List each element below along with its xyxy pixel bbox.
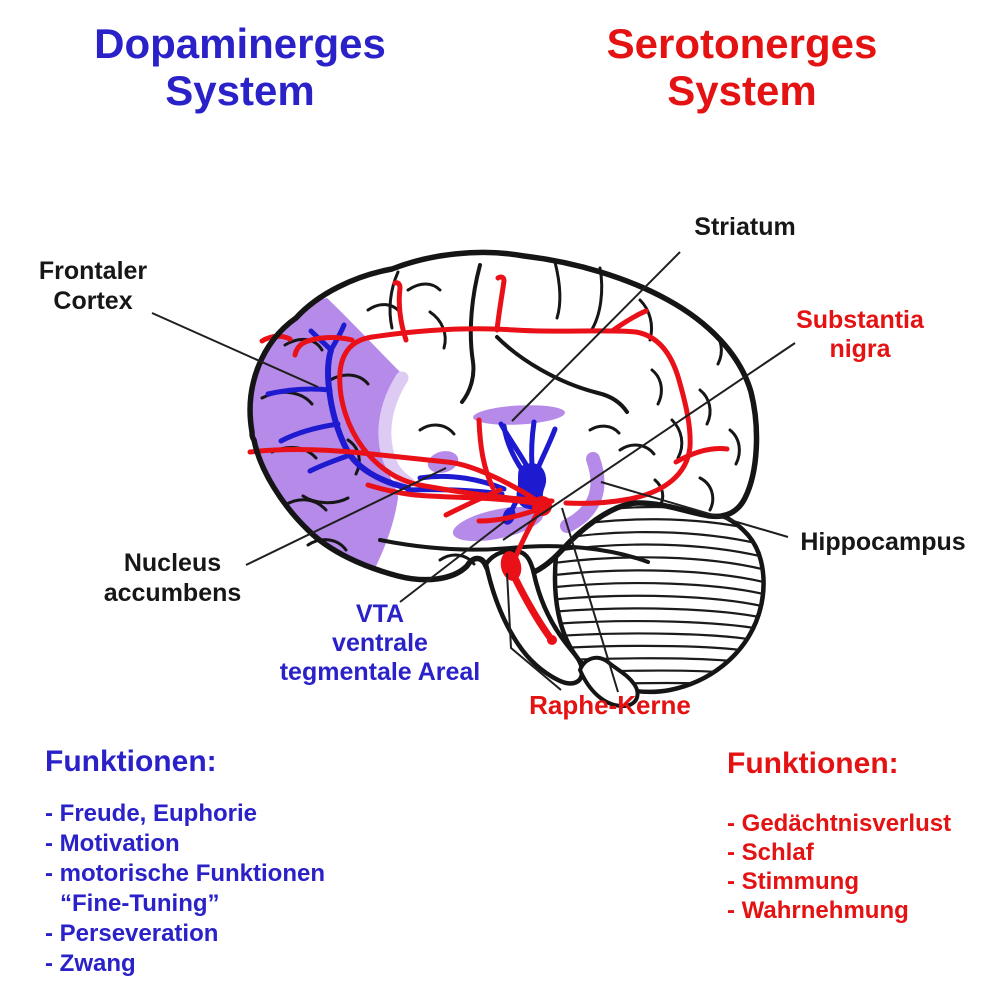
list-item: - Wahrnehmung (727, 897, 909, 924)
list-item: - Stimmung (727, 868, 859, 895)
label-raphe-nuclei: Raphe-Kerne (529, 690, 691, 720)
annotation-lines (151, 251, 796, 693)
annotation-line-hippocampus (600, 481, 789, 538)
label-nucleus-accumbens: Nucleus accumbens (103, 549, 242, 607)
annotation-line-striatum (511, 251, 681, 422)
label-striatum: Striatum (694, 213, 796, 241)
list-item: “Fine-Tuning” (60, 890, 220, 917)
cerebellum (552, 498, 766, 695)
annotation-line-raphe-2 (561, 507, 619, 693)
list-item: - motorische Funktionen (45, 860, 326, 887)
list-item: - Schlaf (727, 839, 814, 866)
dopamine-functions: Funktionen: - Freude, Euphorie - Motivat… (45, 745, 325, 979)
label-vta: VTA ventrale tegmentale Areal (279, 600, 481, 686)
serotonin-functions: Funktionen: - Gedächtnisverlust - Schlaf… (727, 747, 951, 925)
list-item: - Motivation (45, 830, 180, 857)
dopamine-functions-list: - Freude, Euphorie - Motivation - motori… (45, 799, 325, 979)
annotation-line-substantia-nigra (502, 342, 796, 541)
annotation-line-frontal-cortex (151, 312, 319, 388)
gyri-lines (260, 260, 741, 571)
annotation-line-nucleus-accumbens (245, 467, 447, 566)
list-item: - Perseveration (45, 920, 219, 947)
cerebrum-outline (247, 249, 760, 583)
list-item: - Zwang (45, 950, 136, 977)
label-substantia-nigra: Substantia nigra (796, 306, 924, 363)
list-item: - Freude, Euphorie (45, 800, 258, 827)
title-dopaminergic-system: Dopaminerges System (94, 20, 386, 114)
title-serotonergic-system: Serotonerges System (606, 20, 878, 114)
hippocampus-region (560, 452, 605, 533)
annotation-line-raphe-1 (506, 572, 562, 691)
serotonin-functions-header: Funktionen: (727, 747, 899, 780)
annotation-line-vta (399, 520, 506, 603)
raphe-nuclei-marker (500, 509, 557, 645)
label-frontal-cortex: Frontaler Cortex (38, 257, 148, 315)
label-hippocampus: Hippocampus (800, 528, 966, 556)
serotonin-functions-list: - Gedächtnisverlust - Schlaf - Stimmung … (727, 809, 951, 925)
dopamine-functions-header: Funktionen: (45, 745, 217, 778)
list-item: - Gedächtnisverlust (727, 810, 952, 837)
serotonin-pathway (247, 274, 730, 524)
